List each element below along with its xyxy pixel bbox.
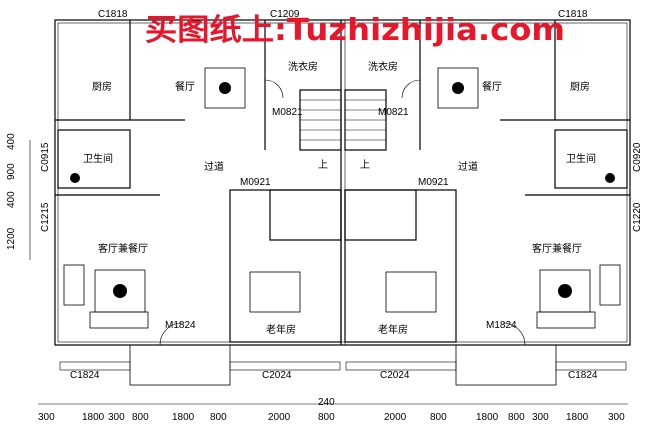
- door-m0921-left: M0921: [240, 177, 271, 188]
- dining-right: 餐厅: [482, 80, 502, 93]
- elder-right: 老年房: [378, 323, 408, 336]
- window-c0915: C0915: [40, 142, 51, 172]
- window-c1209: C1209: [270, 9, 300, 20]
- bath-label-left: 卫生间: [83, 152, 113, 165]
- kitchen-right: 厨房: [570, 80, 590, 93]
- window-c1824-left: C1824: [70, 370, 100, 381]
- elder-room-left: [229, 189, 342, 343]
- elder-bath-left: [269, 189, 342, 241]
- door-m0821-left: M0821: [272, 107, 303, 118]
- living-right: 客厅兼餐厅: [532, 242, 582, 255]
- bottom-dim-1: 1800: [82, 412, 105, 423]
- elder-room-right: [344, 189, 457, 343]
- bottom-dim-12: 300: [532, 412, 549, 423]
- outer-wall: [54, 19, 631, 346]
- window-c1215: C1215: [40, 202, 51, 232]
- corridor-left: 过道: [204, 160, 224, 173]
- door-m0821-right: M0821: [378, 107, 409, 118]
- window-c1824-right: C1824: [568, 370, 598, 381]
- bottom-dim-13: 1800: [566, 412, 589, 423]
- fixture-dots: [70, 82, 615, 298]
- bottom-dim-10: 1800: [476, 412, 499, 423]
- door-m1824-left: M1824: [165, 320, 196, 331]
- bottom-dim-2: 300: [108, 412, 125, 423]
- window-c2024-right: C2024: [380, 370, 410, 381]
- stair-up-left: 上: [318, 159, 328, 171]
- bottom-dim-14: 300: [608, 412, 625, 423]
- window-c2024-left: C2024: [262, 370, 292, 381]
- dining-table-right: [437, 67, 479, 109]
- left-dim-1: 900: [6, 163, 17, 180]
- sofa-left: [89, 311, 149, 329]
- kitchen-left: 厨房: [92, 80, 112, 93]
- window-c1818-left: C1818: [98, 9, 128, 20]
- sofa-right: [536, 311, 596, 329]
- bath-label-right: 卫生间: [566, 152, 596, 165]
- center-dim: 240: [318, 397, 335, 408]
- door-m0921-right: M0921: [418, 177, 449, 188]
- laundry-left: 洗衣房: [288, 60, 318, 73]
- stair-up-right: 上: [360, 159, 370, 171]
- window-c1818-right: C1818: [558, 9, 588, 20]
- bottom-dim-5: 800: [210, 412, 227, 423]
- stair-treads: [300, 99, 386, 141]
- bottom-dim-6: 2000: [268, 412, 291, 423]
- bottom-dim-9: 800: [430, 412, 447, 423]
- bed-right: [385, 271, 437, 313]
- bed-left: [249, 271, 301, 313]
- bottom-dim-7: 800: [318, 412, 335, 423]
- bottom-dim-3: 800: [132, 412, 149, 423]
- bottom-dim-4: 1800: [172, 412, 195, 423]
- living-left: 客厅兼餐厅: [98, 242, 148, 255]
- bath-right: [554, 129, 628, 189]
- left-dim-2: 400: [6, 191, 17, 208]
- bottom-dims: 300 1800 300 800 1800 800 2000 800 2000 …: [38, 412, 625, 423]
- left-dim-3: 1200: [6, 227, 17, 250]
- chair-left: [63, 264, 85, 306]
- watermark: 买图纸上:Tuzhizhijia.com: [145, 13, 565, 48]
- bath-left: [57, 129, 131, 189]
- dining-left: 餐厅: [175, 80, 195, 93]
- chair-right: [599, 264, 621, 306]
- dining-table-left: [204, 67, 246, 109]
- door-m1824-right: M1824: [486, 320, 517, 331]
- bottom-dim-0: 300: [38, 412, 55, 423]
- elder-left: 老年房: [266, 323, 296, 336]
- laundry-right: 洗衣房: [368, 60, 398, 73]
- bottom-dim-8: 2000: [384, 412, 407, 423]
- left-dim-0: 400: [6, 133, 17, 150]
- elder-bath-right: [344, 189, 417, 241]
- bottom-dim-11: 800: [508, 412, 525, 423]
- corridor-right: 过道: [458, 160, 478, 173]
- window-c0920: C0920: [632, 142, 643, 172]
- window-c1220: C1220: [632, 202, 643, 232]
